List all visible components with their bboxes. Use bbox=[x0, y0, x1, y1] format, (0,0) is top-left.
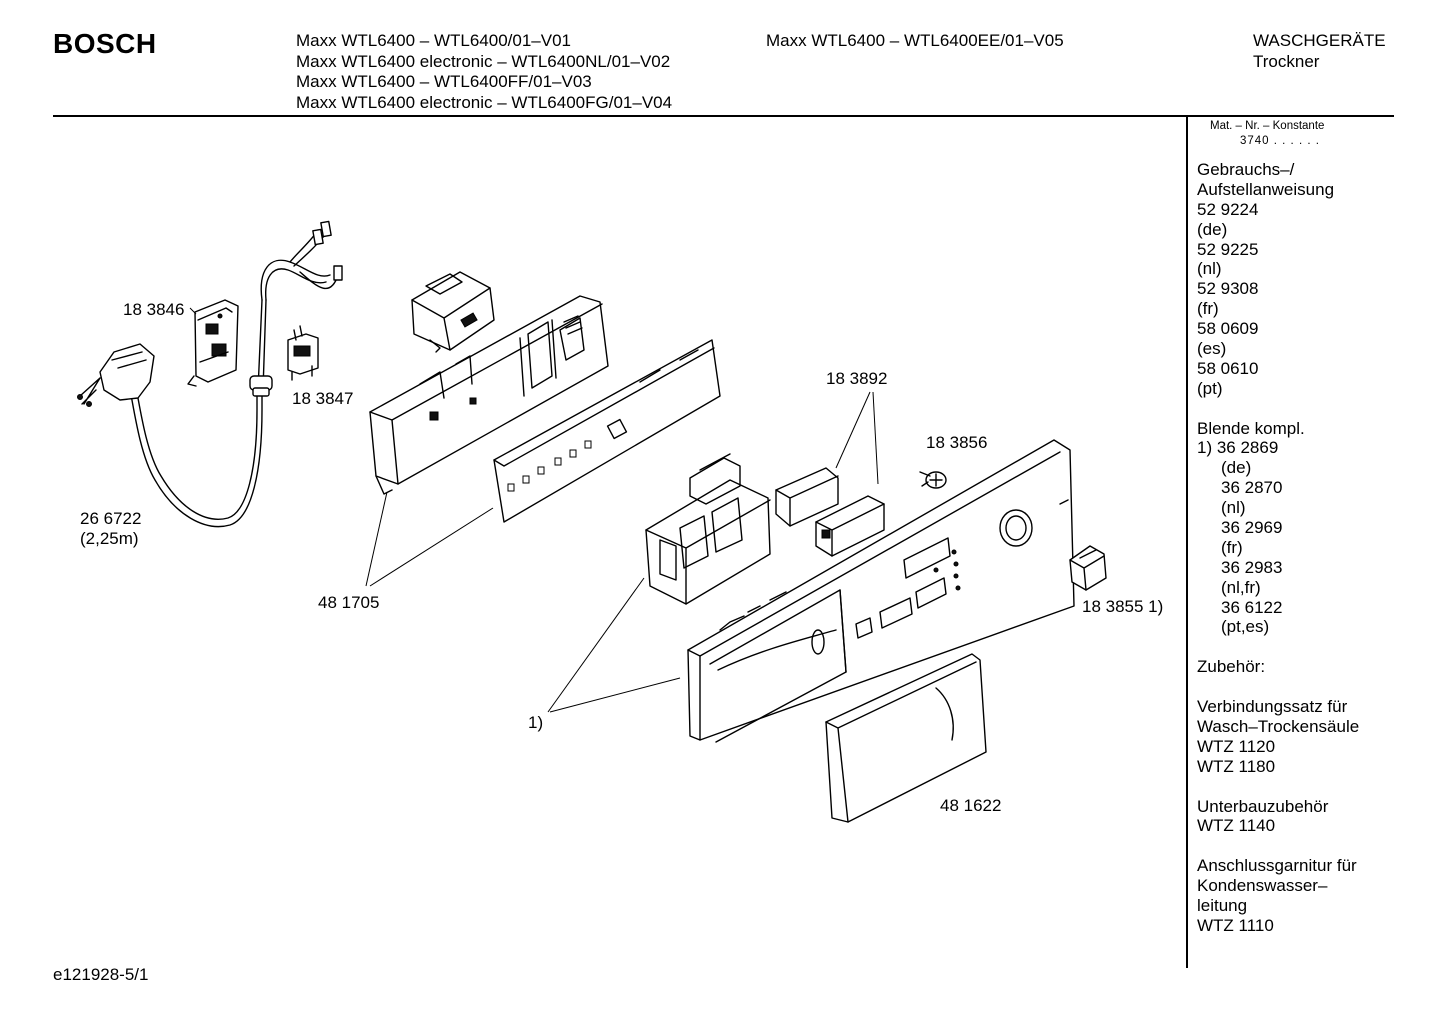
knob-axis-part bbox=[919, 471, 947, 489]
connector-part-183847 bbox=[287, 325, 319, 381]
sidebar-line: 1) 36 2869 bbox=[1197, 438, 1279, 458]
brand-logo: BOSCH bbox=[53, 28, 157, 59]
sidebar-line: 52 9225 bbox=[1197, 239, 1259, 259]
circuit-plate-part bbox=[493, 339, 721, 523]
control-panel-part bbox=[687, 439, 1075, 743]
model-list: Maxx WTL6400 – WTL6400/01–V01 Maxx WTL64… bbox=[296, 31, 672, 113]
sidebar-spacer bbox=[1197, 836, 1397, 856]
category-sub: Trockner bbox=[1253, 51, 1320, 71]
sidebar-spacer bbox=[1197, 399, 1397, 419]
sidebar-line: WTZ 1120 bbox=[1197, 736, 1276, 756]
header-rule bbox=[53, 115, 1394, 117]
leader-lines bbox=[189, 307, 879, 713]
sidebar-line: (pt) bbox=[1197, 378, 1223, 398]
sidebar-line: (de) bbox=[1221, 458, 1252, 478]
sidebar-line: Zubehör: bbox=[1197, 657, 1266, 677]
switch-block-part bbox=[411, 271, 495, 353]
sidebar-line: (es) bbox=[1197, 339, 1227, 359]
sidebar-line: 58 0609 bbox=[1197, 319, 1259, 339]
sidebar-line: (nl) bbox=[1221, 498, 1246, 518]
sidebar-line: 52 9224 bbox=[1197, 199, 1259, 219]
program-knob-part bbox=[1069, 545, 1107, 591]
sidebar-spacer bbox=[1197, 637, 1397, 657]
drawing-code: e121928-5/1 bbox=[53, 965, 149, 984]
sidebar-spacer bbox=[1197, 777, 1397, 797]
sidebar-line: leitung bbox=[1197, 895, 1248, 915]
sidebar-line: (fr) bbox=[1221, 537, 1243, 557]
drawer-front-part bbox=[825, 653, 987, 823]
sidebar-line: Blende kompl. bbox=[1197, 418, 1305, 438]
label-266722-length: (2,25m) bbox=[80, 529, 139, 548]
model-line-4: Maxx WTL6400 electronic – WTL6400FG/01–V… bbox=[296, 92, 673, 112]
sidebar-line: 52 9308 bbox=[1197, 279, 1259, 299]
sidebar-line: 36 2870 bbox=[1221, 478, 1283, 498]
display-module-part bbox=[775, 467, 885, 557]
label-assembly-1: 1) bbox=[528, 713, 544, 732]
sidebar-line: (de) bbox=[1197, 219, 1228, 239]
sidebar-line: Kondenswasser– bbox=[1197, 876, 1328, 896]
carrier-frame-part bbox=[369, 295, 609, 495]
category-main: WASCHGERÄTE bbox=[1253, 31, 1386, 50]
key-carrier-part bbox=[645, 453, 771, 605]
sidebar-line: Unterbauzubehör bbox=[1197, 796, 1329, 816]
sidebar-line: 36 2969 bbox=[1221, 518, 1283, 538]
label-481622: 48 1622 bbox=[940, 796, 1002, 815]
category: WASCHGERÄTE Trockner bbox=[1253, 31, 1386, 72]
sidebar-line: (fr) bbox=[1197, 299, 1219, 319]
label-183856: 18 3856 bbox=[926, 433, 988, 452]
model-line-5: Maxx WTL6400 – WTL6400EE/01–V05 bbox=[766, 31, 1064, 50]
sidebar-line: Gebrauchs–/ bbox=[1197, 160, 1295, 179]
sidebar-line: 36 2983 bbox=[1221, 557, 1283, 577]
label-481705: 48 1705 bbox=[318, 593, 380, 612]
sidebar-line: WTZ 1140 bbox=[1197, 816, 1276, 836]
sidebar-line: (nl) bbox=[1197, 259, 1222, 279]
sidebar-line: WTZ 1180 bbox=[1197, 756, 1276, 776]
sidebar-line: Anschlussgarnitur für bbox=[1197, 856, 1357, 876]
label-183846: 18 3846 bbox=[123, 300, 185, 319]
power-cable-part bbox=[77, 343, 263, 528]
label-183855: 18 3855 1) bbox=[1082, 597, 1164, 616]
model-line-3: Maxx WTL6400 – WTL6400FF/01–V03 bbox=[296, 72, 592, 91]
wire-harness-part bbox=[249, 220, 343, 397]
sidebar-rule bbox=[1186, 116, 1188, 968]
sidebar-line: Aufstellanweisung bbox=[1197, 179, 1335, 199]
model-line-2: Maxx WTL6400 electronic – WTL6400NL/01–V… bbox=[296, 51, 671, 71]
mat-number-label: Mat. – Nr. – Konstante bbox=[1210, 120, 1325, 132]
label-183847: 18 3847 bbox=[292, 389, 354, 408]
sidebar-line: (pt,es) bbox=[1221, 617, 1270, 637]
model-line-1: Maxx WTL6400 – WTL6400/01–V01 bbox=[296, 31, 571, 50]
mat-number-value: 3740 . . . . . . bbox=[1240, 135, 1320, 147]
sidebar-line: Verbindungssatz für bbox=[1197, 697, 1348, 717]
sidebar-line: Wasch–Trockensäule bbox=[1197, 716, 1360, 736]
sidebar-spacer bbox=[1197, 677, 1397, 697]
bracket-part-183846 bbox=[187, 299, 239, 387]
label-183892: 18 3892 bbox=[826, 369, 888, 388]
sidebar-line: (nl,fr) bbox=[1221, 577, 1261, 597]
sidebar-line: WTZ 1110 bbox=[1197, 915, 1274, 935]
sidebar-line: 36 6122 bbox=[1221, 597, 1283, 617]
exploded-parts-drawing bbox=[77, 220, 1107, 823]
label-266722: 26 6722 bbox=[80, 509, 142, 528]
sidebar-line: 58 0610 bbox=[1197, 358, 1259, 378]
